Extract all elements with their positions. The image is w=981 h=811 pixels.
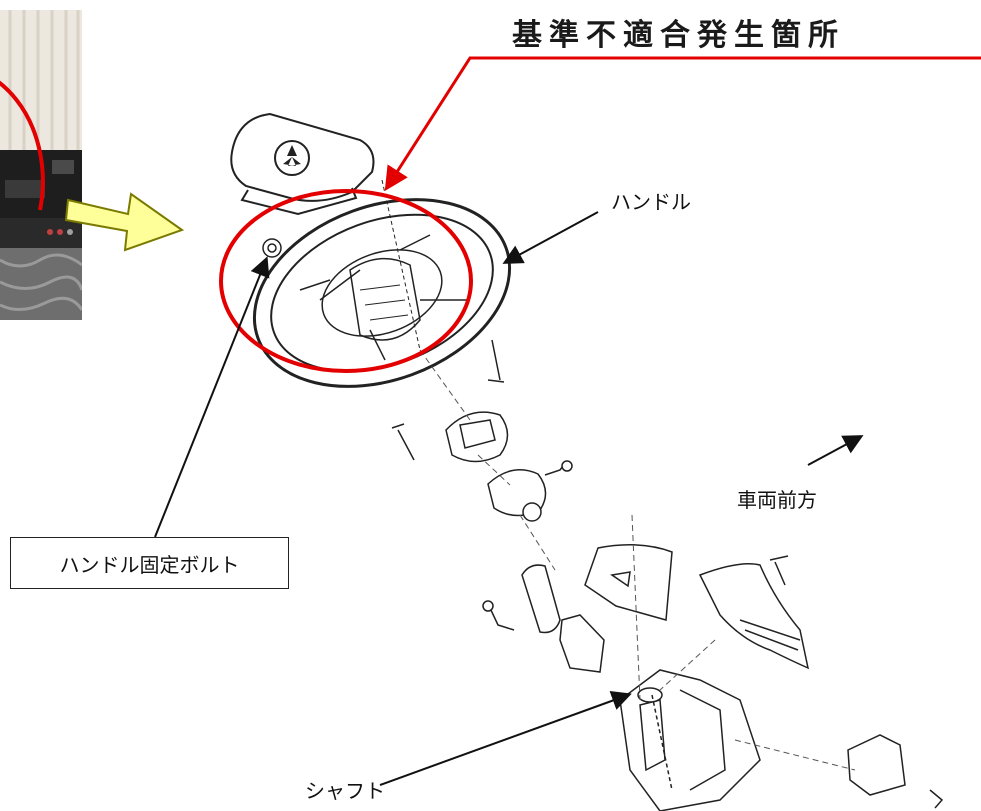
- vehicle-photo: [0, 10, 82, 320]
- shaft-leader-arrow: [379, 691, 632, 786]
- handle-label: ハンドル: [611, 190, 691, 214]
- clock-spring: [445, 411, 573, 522]
- shaft-label: シャフト: [305, 779, 385, 803]
- highlight-ellipse: [219, 189, 473, 373]
- callout-arrow-icon: [64, 192, 185, 252]
- vehicle-front-arrow: [807, 435, 864, 466]
- handle-leader-arrow: [502, 211, 599, 264]
- steering-wheel: [252, 179, 512, 388]
- handle-bolt-label: ハンドル固定ボルト: [59, 552, 240, 577]
- airbag-module: [230, 112, 375, 216]
- vehicle-photo-drawing: [0, 10, 82, 320]
- handle-bolt-callout-box: ハンドル固定ボルト: [10, 537, 289, 589]
- wheel-bolt: [262, 238, 505, 461]
- bolt-leader-arrow: [154, 256, 270, 538]
- vehicle-front-label: 車両前方: [737, 488, 817, 512]
- combination-switch: [482, 564, 605, 673]
- steering-column: [619, 669, 761, 811]
- lower-switch: [847, 734, 944, 809]
- highlight-pointer: [384, 56, 981, 192]
- column-cover: [698, 555, 810, 670]
- assembly-guide-lines: [419, 349, 856, 771]
- gasket-plate: [584, 544, 673, 621]
- page-title: 基準不適合発生箇所: [512, 18, 845, 53]
